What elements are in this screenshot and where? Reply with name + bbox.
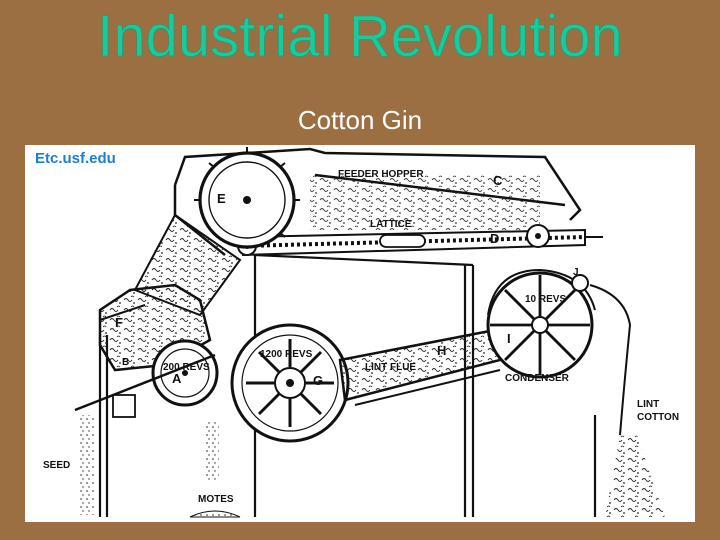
gin-stand — [74, 283, 219, 418]
cotton-in-hopper — [310, 175, 540, 230]
seed-stream — [80, 415, 94, 515]
condenser-i — [486, 268, 596, 379]
label-motes: MOTES — [198, 494, 234, 505]
brush-drum-g — [230, 323, 350, 443]
label-j: J — [573, 267, 579, 278]
motes-stream — [205, 420, 219, 480]
cotton-gin-diagram: FEEDER HOPPER C E LATTICE D J F B 200 RE… — [25, 145, 695, 522]
label-lint-flue: LINT FLUE — [365, 362, 416, 373]
slide-subtitle: Cotton Gin — [297, 105, 423, 135]
label-e: E — [217, 191, 226, 206]
label-lattice: LATTICE — [370, 219, 412, 230]
label-feeder-hopper: FEEDER HOPPER — [338, 169, 424, 180]
label-i: I — [507, 331, 511, 346]
slide-title: Industrial Revolution — [97, 4, 623, 69]
label-cotton: COTTON — [637, 412, 679, 423]
label-condenser: CONDENSER — [505, 373, 570, 384]
label-b: B — [122, 357, 129, 368]
drum-e — [194, 147, 300, 249]
label-f: F — [115, 315, 123, 330]
label-seed: SEED — [43, 460, 70, 471]
label-1200-revs: 1200 REVS — [260, 349, 313, 360]
image-credit: Etc.usf.edu — [35, 150, 116, 167]
label-h: H — [437, 343, 446, 358]
label-d: D — [490, 231, 499, 246]
label-g: G — [313, 373, 323, 388]
label-200-revs: 200 REVS — [163, 362, 210, 373]
label-lint: LINT — [637, 399, 659, 410]
lint-cotton-pile — [605, 435, 665, 517]
cotton-gin-drawing: FEEDER HOPPER C E LATTICE D J F B 200 RE… — [43, 147, 679, 518]
label-a: A — [172, 371, 182, 386]
label-10-revs: 10 REVS — [525, 294, 566, 305]
label-c: C — [493, 173, 503, 188]
